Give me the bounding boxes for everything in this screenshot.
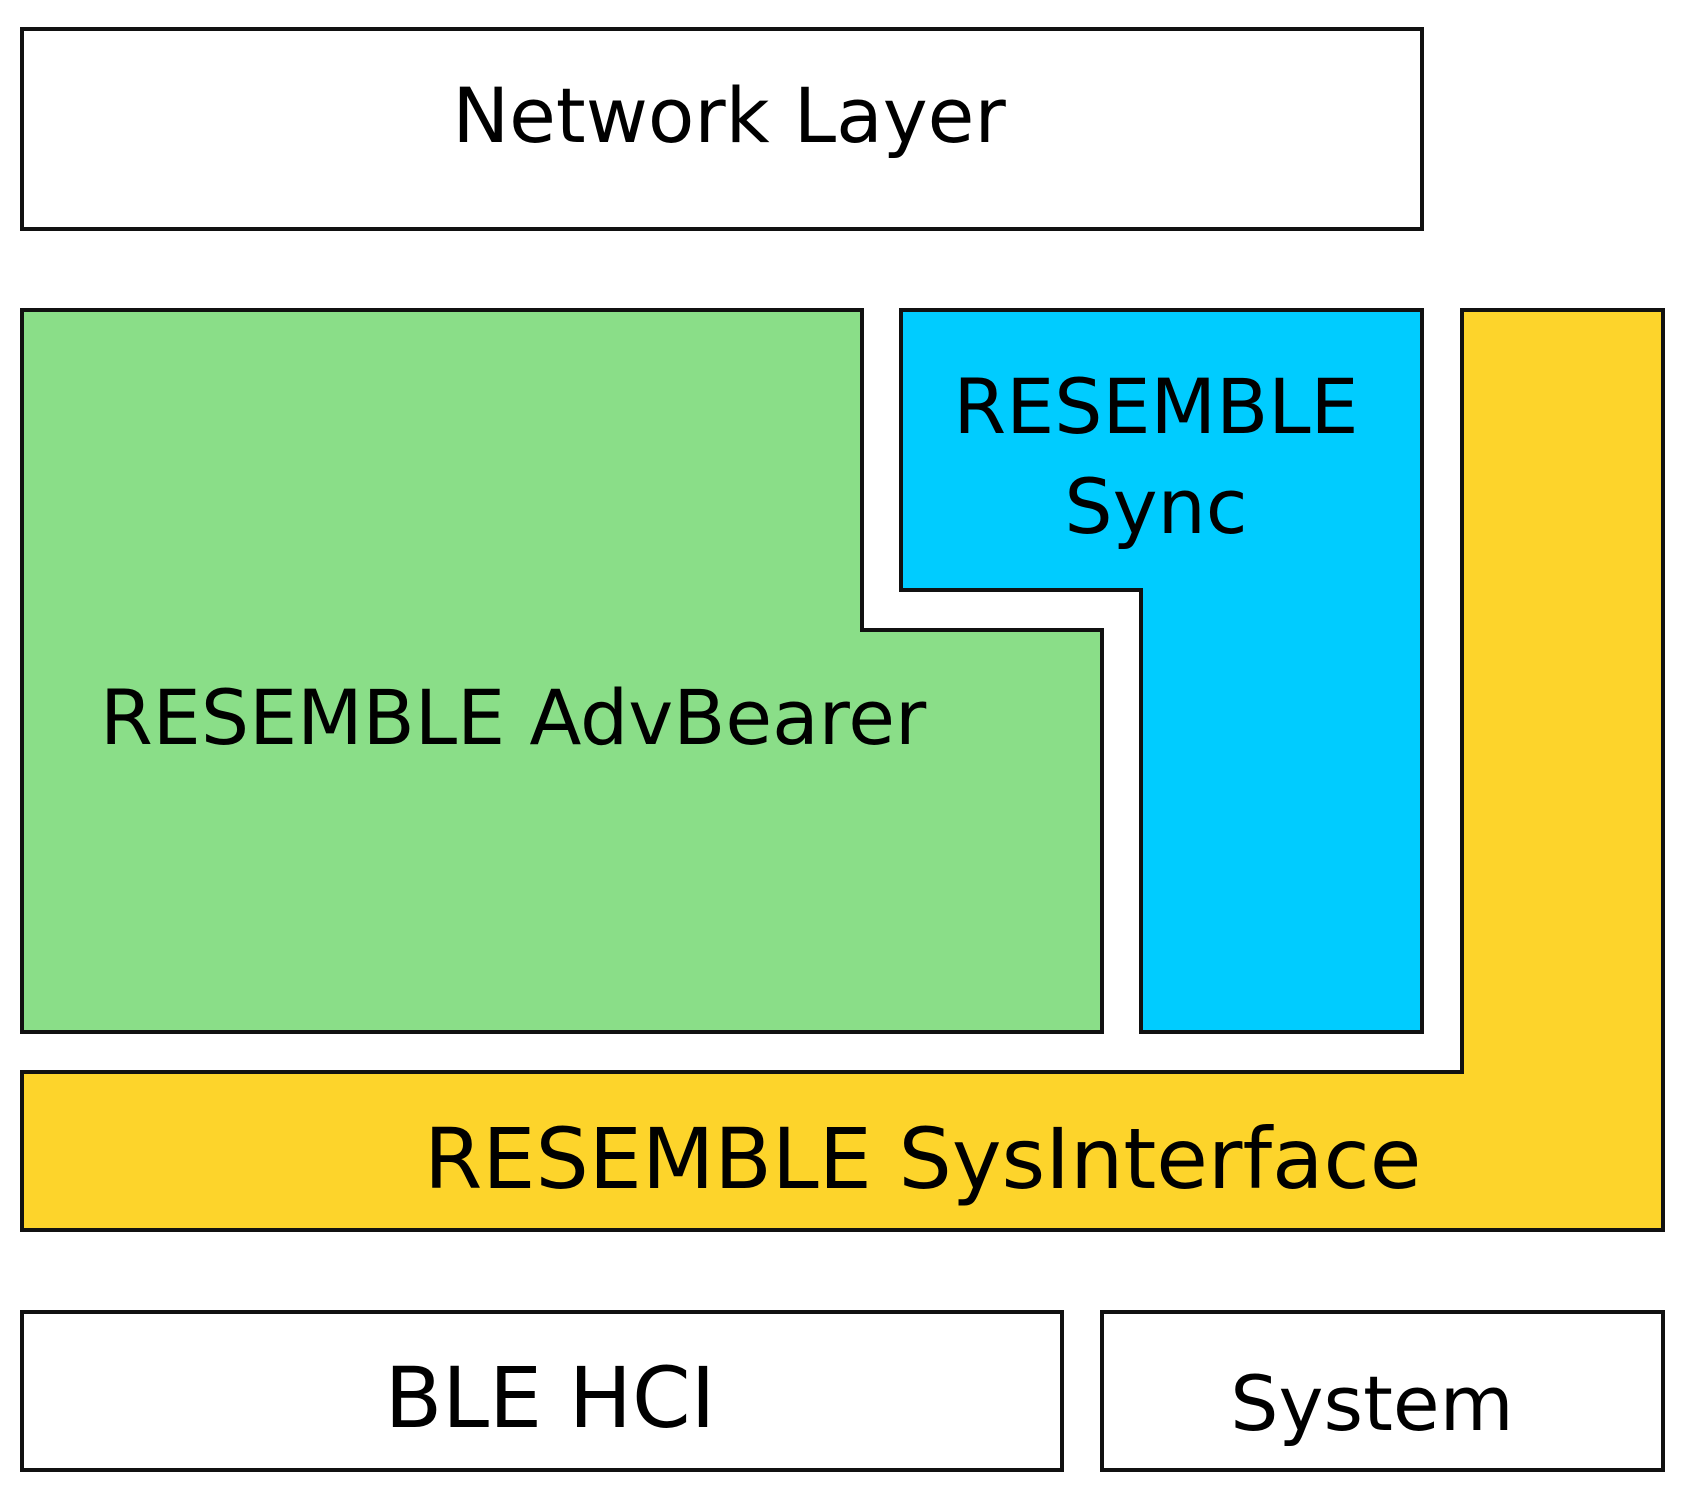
ble-hci-shape: [20, 1310, 1064, 1472]
network-layer-shape: [20, 27, 1424, 231]
advbearer-block: RESEMBLE AdvBearer: [20, 308, 1104, 1034]
system-shape: [1100, 1310, 1665, 1472]
sync-label-line1: RESEMBLE: [953, 362, 1358, 451]
sysinterface-label: RESEMBLE SysInterface: [424, 1110, 1421, 1208]
sysinterface-block: RESEMBLE SysInterface: [20, 308, 1665, 1232]
advbearer-label: RESEMBLE AdvBearer: [100, 673, 927, 762]
system-label: System: [1230, 1359, 1513, 1448]
sync-label-line2: Sync: [1064, 462, 1247, 551]
ble-hci-label: BLE HCI: [385, 1349, 716, 1447]
ble-hci-block: BLE HCI: [20, 1310, 1064, 1472]
network-layer-label: Network Layer: [452, 71, 1006, 160]
network-layer-block: Network Layer: [20, 27, 1424, 231]
sync-block: RESEMBLE Sync: [899, 308, 1424, 1034]
sysinterface-shape: [20, 308, 1665, 1232]
advbearer-shape: [20, 308, 1104, 1034]
system-block: System: [1100, 1310, 1665, 1472]
sync-shape: [899, 308, 1424, 1034]
